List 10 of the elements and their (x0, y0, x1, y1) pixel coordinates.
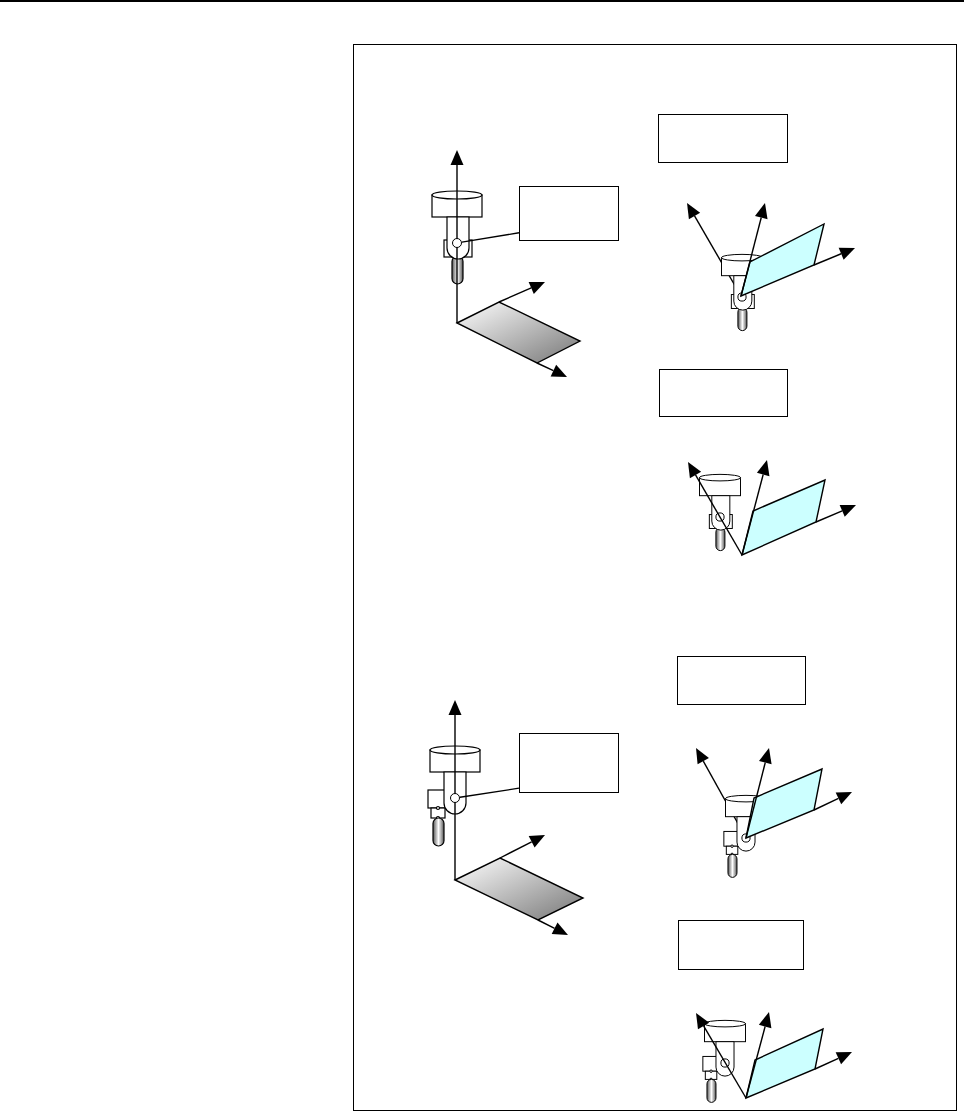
label-box (519, 733, 619, 793)
leader-line (459, 787, 520, 798)
pivot-point (450, 793, 460, 803)
label-box (658, 114, 788, 163)
leader-line (461, 232, 520, 243)
label-box (519, 186, 619, 241)
label-box (659, 369, 788, 417)
label-box (678, 920, 804, 970)
pivot-point (452, 238, 462, 248)
label-box (677, 656, 806, 705)
